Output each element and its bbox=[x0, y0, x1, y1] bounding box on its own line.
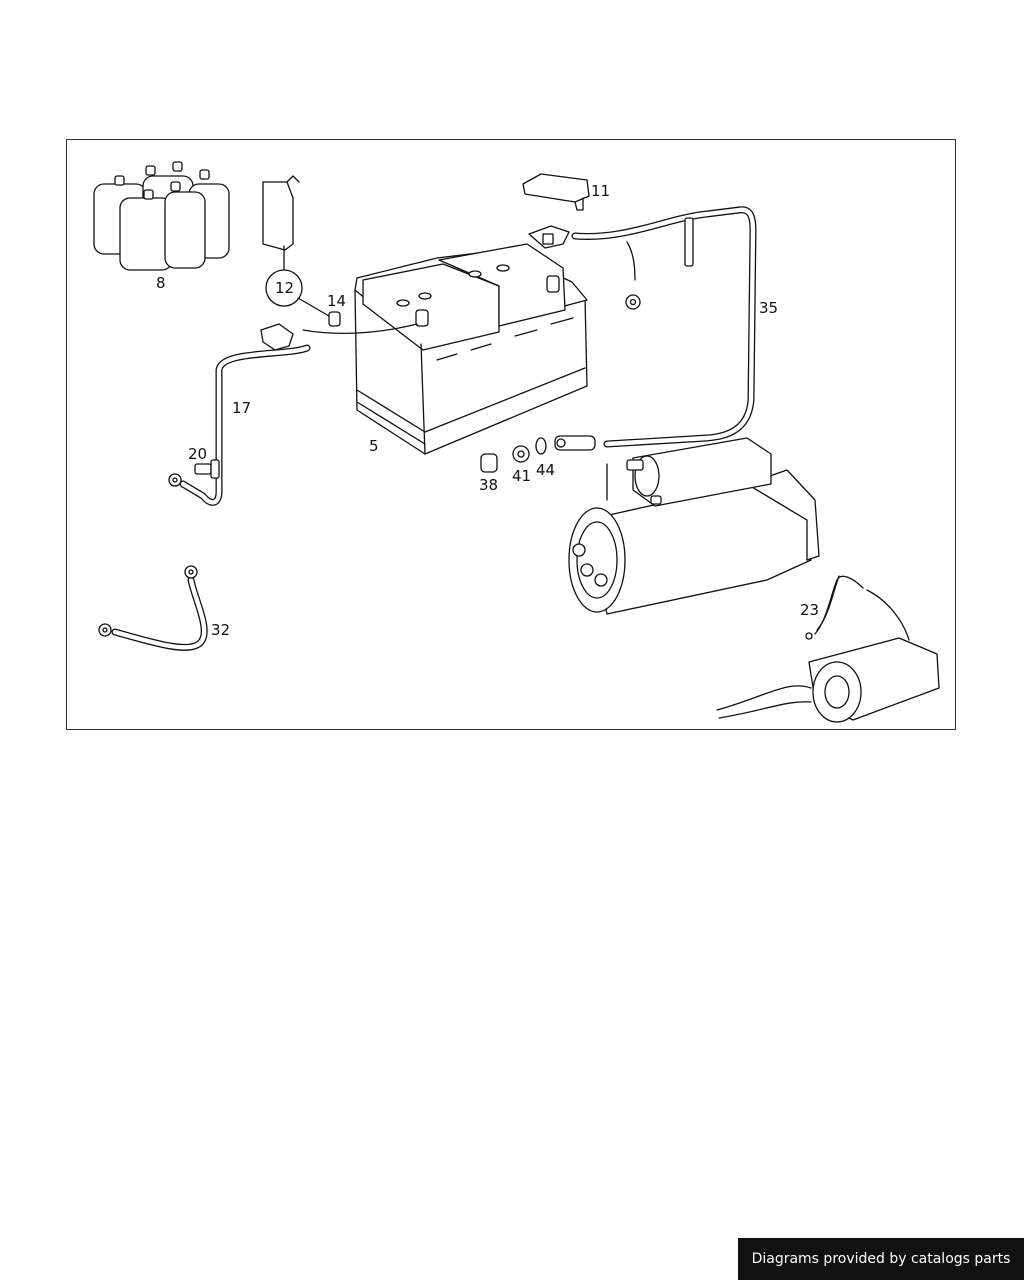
ground-cable-illustration bbox=[168, 323, 311, 506]
callout-5: 5 bbox=[369, 437, 379, 455]
callout-20: 20 bbox=[188, 445, 207, 463]
sensor-lead-illustration bbox=[716, 575, 940, 723]
footer-credit-badge: Diagrams provided by catalogs parts bbox=[738, 1238, 1024, 1280]
callout-32: 32 bbox=[211, 621, 230, 639]
callout-14: 14 bbox=[327, 292, 346, 310]
battery-illustration bbox=[302, 243, 588, 455]
bracket-illustration bbox=[262, 175, 330, 317]
footer-credit-text: Diagrams provided by catalogs parts bbox=[751, 1251, 1011, 1267]
starter-motor-illustration bbox=[568, 437, 820, 615]
callout-17: 17 bbox=[232, 399, 251, 417]
callout-44: 44 bbox=[536, 461, 555, 479]
callout-41: 41 bbox=[512, 467, 531, 485]
callout-38: 38 bbox=[479, 476, 498, 494]
fasteners-illustration bbox=[480, 437, 547, 473]
ground-strap-illustration bbox=[98, 565, 208, 651]
cap-nut-illustration bbox=[328, 311, 341, 327]
positive-cable-illustration bbox=[528, 206, 757, 451]
callout-11: 11 bbox=[591, 182, 610, 200]
acid-containers-illustration bbox=[93, 161, 230, 271]
callout-12: 12 bbox=[275, 279, 294, 297]
callout-8: 8 bbox=[156, 274, 166, 292]
callout-35: 35 bbox=[759, 299, 778, 317]
parts-diagram: 8 12 14 5 11 35 17 20 38 41 44 32 23 bbox=[93, 161, 940, 723]
terminal-cover-illustration bbox=[522, 173, 590, 211]
callout-23: 23 bbox=[800, 601, 819, 619]
parts-diagram-frame: 8 12 14 5 11 35 17 20 38 41 44 32 23 bbox=[66, 139, 956, 730]
